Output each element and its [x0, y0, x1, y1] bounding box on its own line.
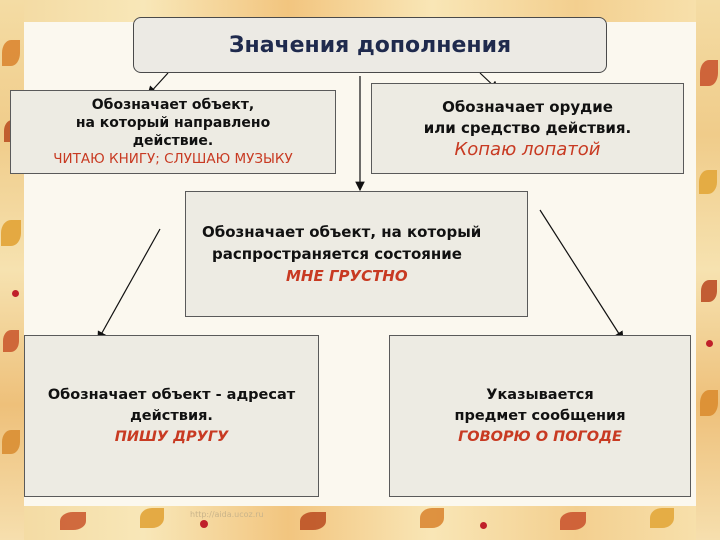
box-text-line: распространяется состояние	[212, 245, 462, 263]
box-text-line: на который направлено	[75, 115, 271, 131]
box-text-line: действие.	[132, 133, 214, 149]
meaning-box-state-object: Обозначает объект, на который распростра…	[185, 191, 528, 317]
box-example: ПИШУ ДРУГУ	[114, 428, 229, 445]
box-text-line: Обозначает объект,	[91, 97, 255, 113]
meaning-box-object-of-action: Обозначает объект, на который направлено…	[10, 90, 336, 174]
box-example: ГОВОРЮ О ПОГОДЕ	[458, 428, 622, 445]
box-example: МНЕ ГРУСТНО	[286, 267, 408, 285]
meaning-box-instrument: Обозначает орудие или средство действия.…	[371, 83, 684, 174]
frame-right-border	[696, 0, 720, 540]
box-text-line: Обозначает орудие	[442, 98, 613, 116]
frame-bottom-border	[0, 506, 720, 540]
frame-top-border	[0, 0, 720, 22]
meaning-box-subject-of-message: Указывается предмет сообщения ГОВОРЮ О П…	[389, 335, 691, 497]
diagram-title-box: Значения дополнения	[133, 17, 607, 73]
arrow-to-bottom-left	[97, 228, 161, 342]
diagram-title: Значения дополнения	[228, 32, 512, 58]
box-text-line: или средство действия.	[423, 119, 632, 137]
watermark-text: http://aida.ucoz.ru	[190, 510, 264, 519]
meaning-box-addressee: Обозначает объект - адресат действия. ПИ…	[24, 335, 319, 497]
box-text-line: действия.	[130, 407, 213, 424]
box-example: Копаю лопатой	[454, 139, 601, 160]
box-text-line: Обозначает объект - адресат	[47, 386, 296, 403]
box-text-line: Указывается	[486, 386, 594, 403]
arrow-to-bottom-right	[539, 209, 624, 342]
box-example: ЧИТАЮ КНИГУ; СЛУШАЮ МУЗЫКУ	[53, 151, 293, 167]
box-text-line: Обозначает объект, на который	[202, 223, 482, 241]
box-text-line: предмет сообщения	[454, 407, 626, 424]
